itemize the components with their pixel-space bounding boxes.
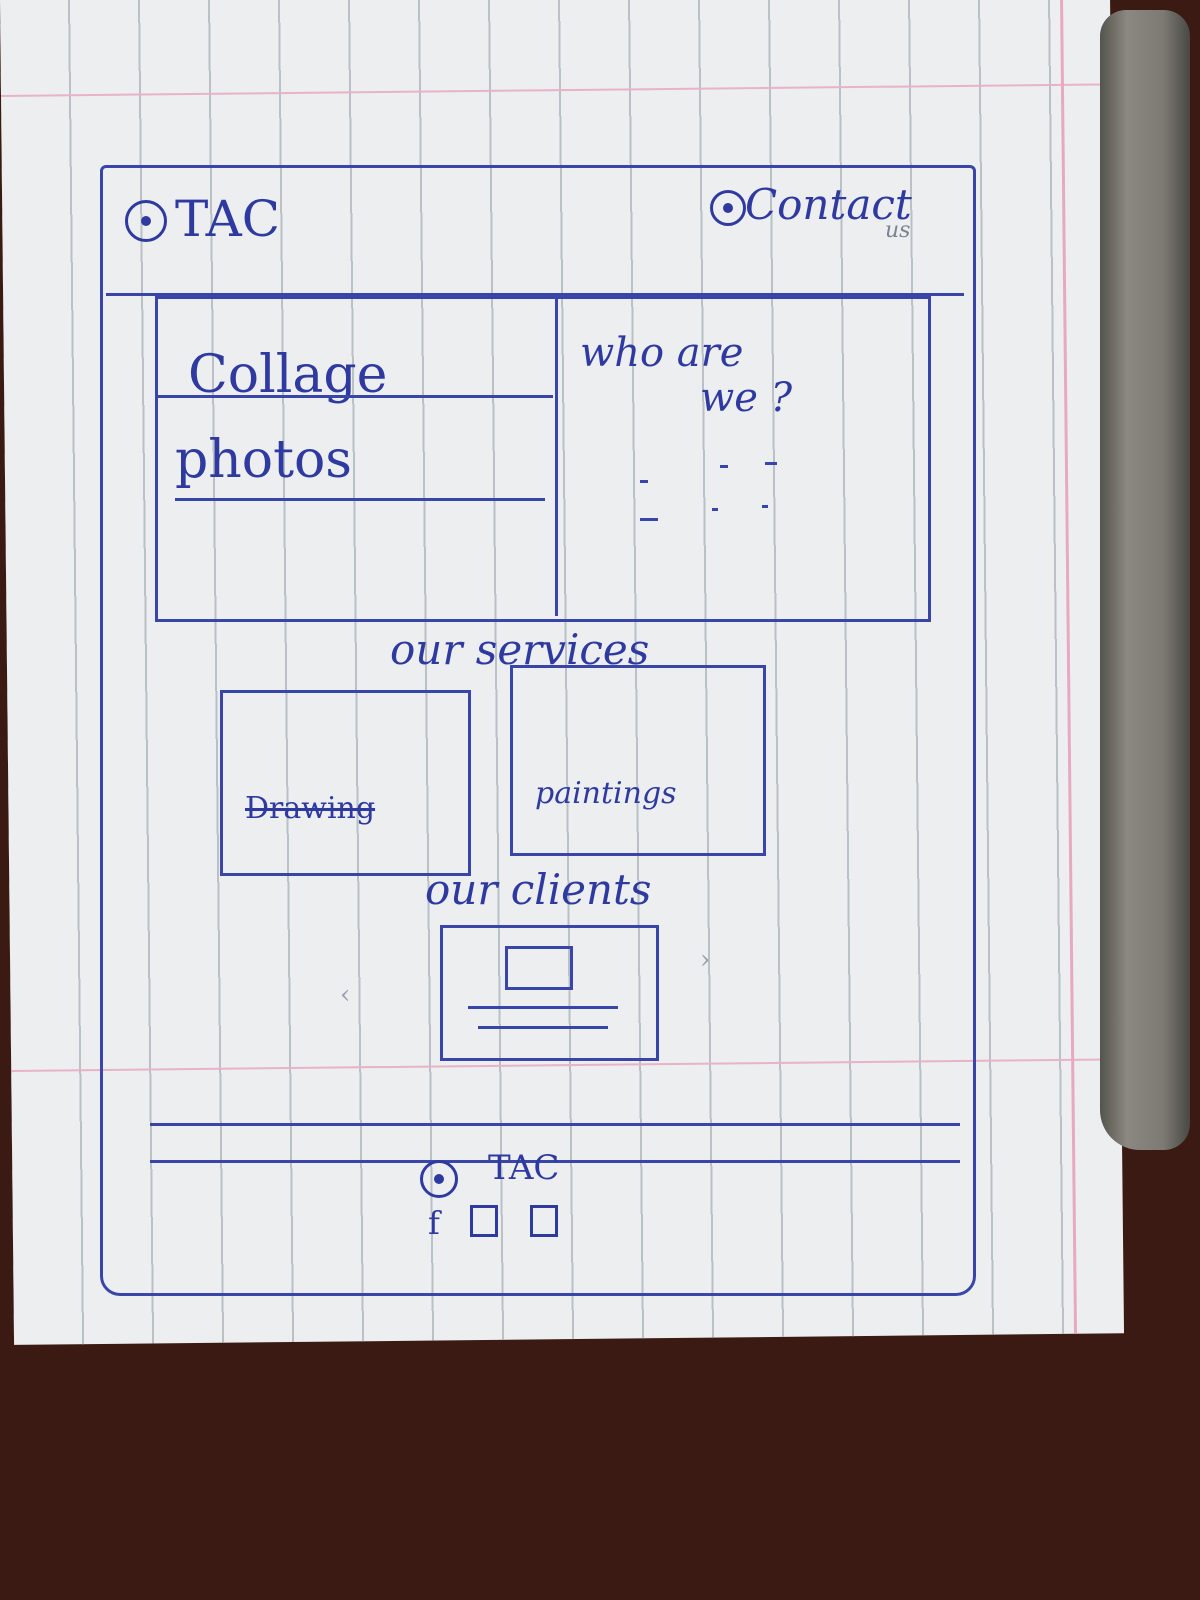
ruled-line (0, 83, 1111, 97)
client-image (505, 946, 573, 990)
collage-photos-label: photos (175, 430, 352, 490)
google-icon[interactable] (470, 1205, 498, 1237)
collage-divider (175, 498, 545, 501)
page-frame (100, 165, 976, 1296)
client-text-line (468, 1006, 618, 1009)
instagram-icon[interactable] (530, 1205, 558, 1237)
footer-logo-text: TAC (488, 1148, 560, 1188)
service-card-label: Drawing (245, 791, 376, 826)
about-text-mark (640, 518, 658, 521)
about-text-mark (712, 508, 718, 511)
header-bar (106, 168, 964, 296)
paper-margin-line (1059, 0, 1078, 1334)
about-heading-line2: we ? (700, 375, 793, 421)
facebook-icon[interactable]: f (428, 1204, 440, 1242)
collage-divider (158, 395, 553, 398)
about-text-mark (640, 480, 648, 483)
service-card-paintings[interactable]: paintings (510, 665, 766, 856)
collage-panel (155, 296, 558, 616)
contact-suffix: us (885, 218, 911, 243)
service-card-drawing[interactable]: Drawing (220, 690, 471, 876)
carousel-next-icon[interactable]: › (700, 945, 711, 975)
hero-section (155, 296, 931, 622)
client-card[interactable] (440, 925, 659, 1061)
about-heading-line1: who are (580, 330, 744, 376)
contact-link[interactable]: Contact (745, 180, 912, 229)
contact-icon (710, 190, 746, 226)
carousel-prev-icon[interactable]: ‹ (340, 980, 351, 1010)
footer-top-line (150, 1123, 960, 1126)
about-text-mark (765, 462, 777, 465)
logo-text[interactable]: TAC (175, 190, 280, 248)
about-text-mark (720, 465, 728, 468)
client-text-line (478, 1026, 608, 1029)
service-card-label: paintings (535, 776, 677, 811)
logo-icon (125, 200, 167, 242)
clients-title: our clients (425, 865, 652, 914)
metal-ruler (1100, 10, 1190, 1150)
footer-line (150, 1160, 960, 1163)
footer-logo-icon (420, 1160, 458, 1198)
about-text-mark (762, 505, 768, 508)
